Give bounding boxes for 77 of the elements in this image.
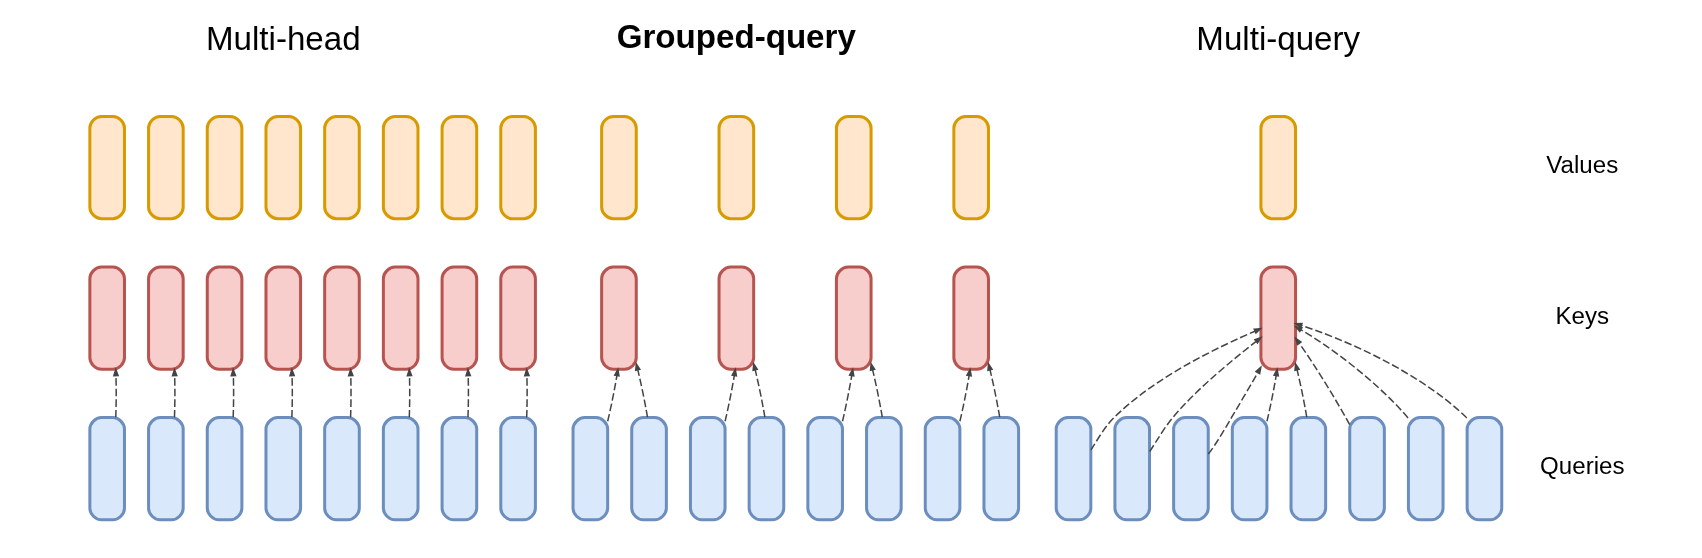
arrow [229,367,237,419]
node-box [263,114,302,221]
node-box [717,114,755,221]
node-box [599,114,638,221]
node-box [440,114,478,221]
node-box [263,415,302,522]
label: Queries [1539,452,1624,480]
arrow [347,367,354,419]
node-box [146,114,185,221]
arrow [171,367,178,419]
node-box [498,265,537,371]
label: Values [1545,151,1618,179]
node-box [717,265,755,371]
node-box [1230,415,1268,522]
label: Multi-query [1195,19,1360,57]
arrow [1292,322,1468,419]
arrow [1293,325,1409,419]
label: Keys [1555,301,1609,329]
node-box [951,114,990,221]
node-box [834,114,873,221]
node-box [146,415,185,522]
arrow [464,367,471,419]
node-box [381,415,419,522]
node-box [1112,415,1151,522]
arrow [751,361,766,418]
node-box [981,415,1020,522]
node-box [322,415,361,522]
node-box [1258,114,1297,221]
node-box [951,265,990,371]
arrow [1293,361,1307,418]
node-box [1258,265,1297,371]
node-box [1171,415,1210,522]
node-box [1347,415,1386,522]
node-box [1465,415,1503,522]
node-box [498,415,537,522]
node-box [864,415,903,522]
arrow [112,367,119,419]
node-box [87,415,126,522]
node-box [146,265,185,371]
arrow [1265,367,1279,422]
node-box [498,114,537,221]
arrow [958,367,972,422]
node-box [747,415,785,522]
node-box [381,265,419,371]
label: Grouped-query [616,18,856,56]
arrow [288,367,295,419]
arrow [634,361,648,418]
node-box [87,114,126,221]
arrow [405,367,413,419]
node-box [1054,415,1092,522]
arrow [523,367,530,419]
arrow [986,361,1000,418]
node-box [205,415,243,522]
node-box [1289,415,1327,522]
node-box [688,415,727,522]
node-box [205,265,243,371]
node-box [205,114,243,221]
node-box [322,265,361,371]
node-box [629,415,668,522]
arrow [869,361,883,418]
arrow [606,367,620,422]
arrow [1293,336,1350,426]
arrow [841,367,855,422]
node-box [805,415,844,522]
node-box [923,415,961,522]
node-box [263,265,302,371]
node-box [599,265,638,371]
node-box [322,114,361,221]
label: Multi-head [205,19,361,57]
node-box [87,265,126,371]
node-box [440,415,478,522]
node-box [440,265,478,371]
node-box [1406,415,1445,522]
arrow [723,367,737,422]
node-box [381,114,419,221]
node-box [834,265,873,371]
node-box [571,415,609,522]
